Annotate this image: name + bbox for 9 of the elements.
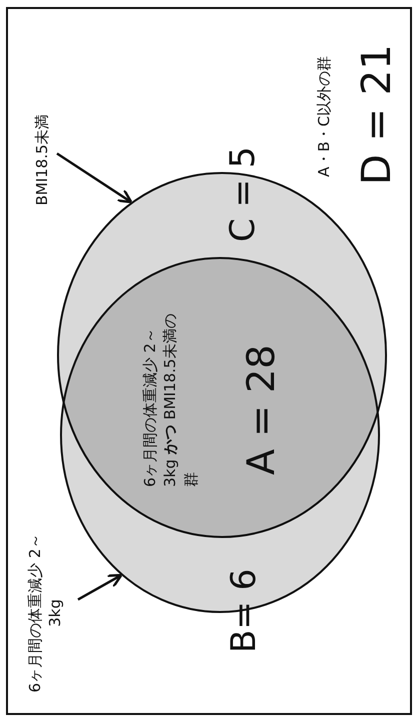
arrow [77,574,123,601]
count-label: C = 5 [223,146,264,242]
count-label: B= 6 [224,568,265,653]
group-label: 6ヶ月間の体重減少 2～3kg [26,523,65,703]
arrow [56,152,133,204]
group-label: A・B・C以外の群 [314,54,334,177]
count-label: A = 28 [238,344,284,475]
group-label: BMI18.5未満 [33,95,52,225]
count-label: D = 21 [353,43,401,185]
